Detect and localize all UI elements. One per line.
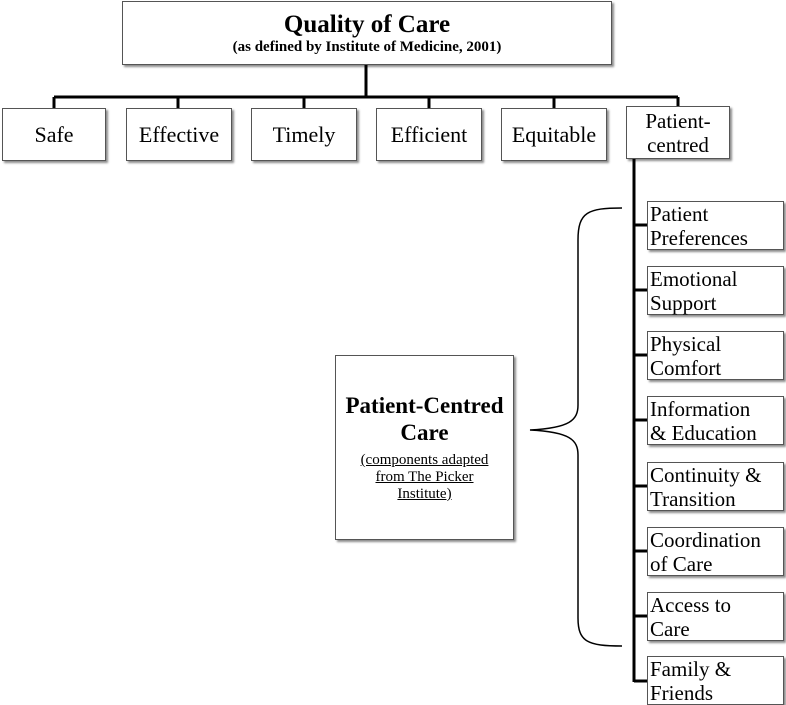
dimension-label: Effective [138,122,220,147]
component-label-line: Coordination [650,527,761,552]
pcc-note-line: Institute) [397,486,452,502]
component-label-line: Comfort [650,355,722,380]
component-patient-preferences: Patient Preferences [647,201,784,250]
dimension-label-line: centred [647,132,709,157]
quality-of-care-subtitle: (as defined by Institute of Medicine, 20… [232,38,502,55]
component-coordination-of-care: Coordination of Care [647,527,784,576]
dimension-safe: Safe [2,108,106,161]
component-physical-comfort: Physical Comfort [647,331,784,380]
dimension-label: Safe [34,122,74,147]
pcc-note: (components adapted from The Picker Inst… [361,452,489,503]
dimension-patient-centred: Patient- centred [626,106,730,159]
pcc-title: Patient-Centred Care [346,392,504,446]
component-emotional-support: Emotional Support [647,266,784,315]
component-family-friends: Family & Friends [647,656,784,705]
component-label-line: Transition [650,486,736,511]
component-label-line: Friends [650,680,713,705]
component-continuity-transition: Continuity & Transition [647,462,784,511]
component-access-to-care: Access to Care [647,592,784,641]
component-label-line: Emotional [650,266,738,291]
component-label-line: of Care [650,551,713,576]
component-label-line: Continuity & [650,462,762,487]
patient-centred-care-box: Patient-Centred Care (components adapted… [335,355,514,540]
dimension-label: Equitable [511,122,597,147]
curly-brace [529,207,623,647]
component-label-line: Preferences [650,225,748,250]
component-label-line: Information [650,396,751,421]
component-label-line: Support [650,290,717,315]
dimension-effective: Effective [126,108,232,161]
component-label-line: Family & [650,656,732,681]
dimension-timely: Timely [251,108,357,161]
quality-of-care-title: Quality of Care [283,10,451,38]
dimension-efficient: Efficient [376,108,482,161]
pcc-title-line: Care [400,420,449,445]
component-label-line: Physical [650,331,722,356]
pcc-title-line: Patient-Centred [345,393,504,418]
dimension-label: Efficient [390,122,468,147]
dimension-equitable: Equitable [501,108,607,161]
component-label-line: Patient [650,201,709,226]
component-label-line: & Education [650,420,757,445]
dimension-label: Timely [272,122,336,147]
component-label-line: Care [650,616,690,641]
quality-of-care-box: Quality of Care (as defined by Institute… [122,1,612,65]
dimension-label-line: Patient- [645,108,711,133]
pcc-note-line: (components adapted [360,452,489,468]
component-information-education: Information & Education [647,396,784,445]
pcc-note-line: from The Picker [375,469,474,485]
component-label-line: Access to [650,592,732,617]
